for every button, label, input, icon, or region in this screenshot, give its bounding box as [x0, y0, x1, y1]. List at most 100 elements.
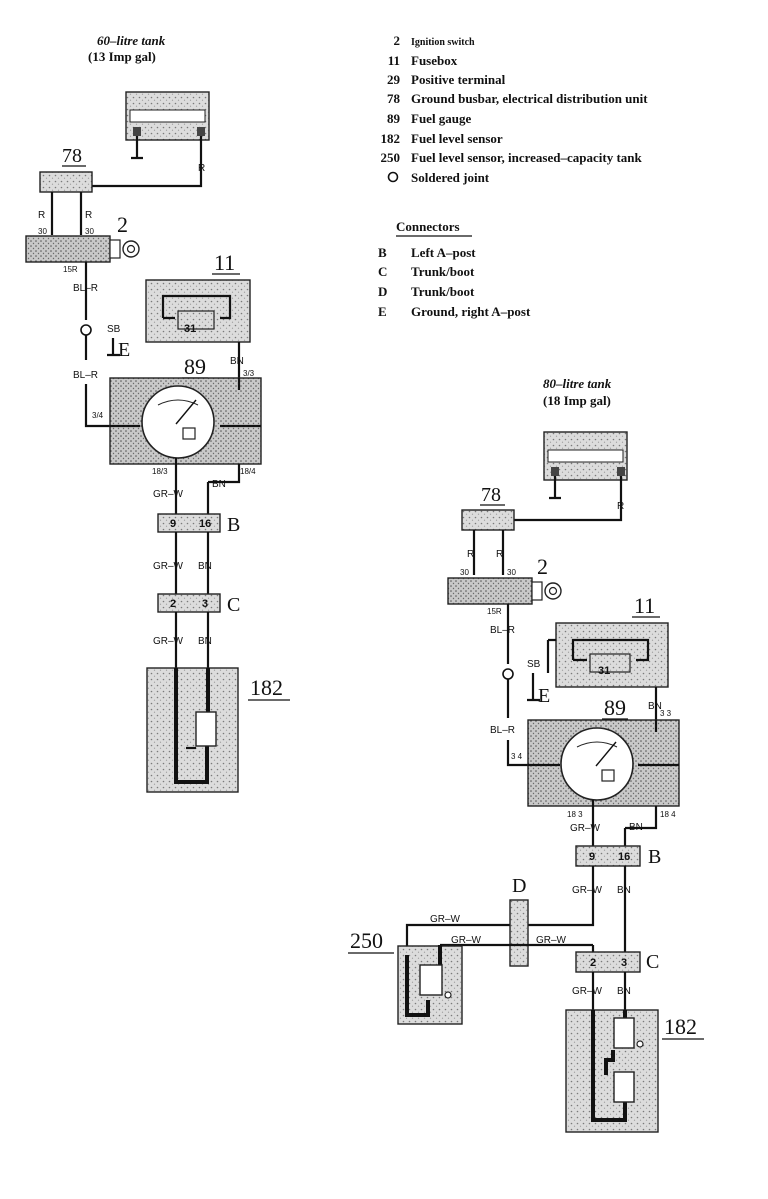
connector-letter: E: [378, 304, 387, 319]
wire-label: BN: [230, 356, 244, 367]
ignition-switch-icon: [447, 577, 562, 605]
soldered-joint-icon: [387, 171, 399, 183]
wire-label: R: [467, 549, 474, 560]
component-2-label: 2: [117, 212, 128, 237]
pin-label: 9: [170, 518, 176, 530]
connector-text: Ground, right A–post: [411, 304, 531, 319]
diagram-80-litre: R 78 R R 2 30 30 15R BL–R BL–R 3 4 SB E …: [348, 431, 704, 1133]
connector-letter: C: [378, 264, 387, 279]
connector-B: [575, 845, 641, 867]
wire-label: BN: [617, 986, 631, 997]
tank-60-title-line2: (13 Imp gal): [88, 49, 156, 64]
pin-label: 15R: [63, 265, 78, 274]
tank-80-title-line1: 80–litre tank: [543, 376, 612, 391]
pin-label: 3: [621, 957, 627, 969]
legend-text: Soldered joint: [411, 170, 490, 185]
connector-text: Trunk/boot: [411, 264, 475, 279]
wire-label: R: [198, 163, 205, 174]
ignition-switch-icon: [25, 235, 140, 263]
fuse-31-label: 31: [598, 665, 610, 677]
pin-label: 3/3: [243, 369, 255, 378]
pin-label: 18/3: [152, 467, 168, 476]
pin-label: 16: [618, 851, 630, 863]
connector-B-label: B: [227, 514, 240, 536]
diagram-60-litre: R 78 R R 2 30 30 15R BL–R BL–R 3/4 SB E …: [25, 91, 290, 793]
pin-label: 18 4: [660, 810, 676, 819]
legend-text: Fuel level sensor, increased–capacity ta…: [411, 150, 643, 165]
legend: 2 Ignition switch 11 Fusebox 29 Positive…: [381, 33, 649, 185]
wire-label: GR–W: [153, 636, 184, 647]
wire-label: GR–W: [153, 489, 184, 500]
connector-B: [157, 513, 221, 533]
soldered-joint-icon: [502, 668, 514, 680]
fuel-level-sensor-182: [565, 1009, 659, 1133]
sensor-resistor-icon: [419, 964, 443, 996]
busbar-78: [461, 509, 515, 531]
connector-D: [509, 899, 529, 967]
pin-label: 3 4: [511, 752, 523, 761]
pin-label: 18 3: [567, 810, 583, 819]
legend-text: Ignition switch: [411, 37, 475, 48]
component-89-label: 89: [604, 695, 626, 720]
connector-C-label: C: [227, 594, 240, 616]
legend-text: Fuel gauge: [411, 111, 472, 126]
legend-num: 89: [387, 111, 401, 126]
pin-label: 30: [460, 568, 469, 577]
pin-label: 9: [589, 851, 595, 863]
sensor-resistor-icon: [195, 711, 217, 747]
wire-label: GR–W: [451, 935, 482, 946]
wire-label: BL–R: [490, 725, 515, 736]
wire-label: R: [496, 549, 503, 560]
legend-num: 182: [381, 131, 401, 146]
connector-C-label: C: [646, 951, 659, 973]
fuse-31-label: 31: [184, 323, 196, 335]
pin-label: 15R: [487, 607, 502, 616]
pin-label: 2: [170, 598, 176, 610]
wire-label: BN: [629, 822, 643, 833]
wire-label: GR–W: [570, 823, 601, 834]
pin-label: 30: [85, 227, 94, 236]
pin-label: 30: [38, 227, 47, 236]
wire-label: GR–W: [536, 935, 567, 946]
tank-80-title: 80–litre tank (18 Imp gal): [543, 376, 612, 408]
wire-label: BL–R: [73, 283, 98, 294]
tank-60-title: 60–litre tank (13 Imp gal): [88, 33, 166, 64]
ground-E-label: E: [538, 685, 550, 707]
wire-label: GR–W: [153, 561, 184, 572]
wire-label: SB: [527, 659, 541, 670]
legend-text: Fusebox: [411, 53, 458, 68]
component-11-label: 11: [634, 593, 655, 618]
ground-E-label: E: [118, 339, 130, 361]
soldered-joint-icon: [80, 324, 92, 336]
component-78-label: 78: [62, 145, 82, 167]
connector-C: [575, 951, 641, 973]
legend-text: Fuel level sensor: [411, 131, 503, 146]
legend-text: Positive terminal: [411, 72, 506, 87]
pin-label: 3: [202, 598, 208, 610]
wire-label: BL–R: [490, 625, 515, 636]
connector-text: Left A–post: [411, 245, 476, 260]
component-182-label: 182: [664, 1014, 697, 1039]
busbar-78: [39, 171, 93, 193]
wire-label: SB: [107, 324, 121, 335]
wire-label: GR–W: [572, 986, 603, 997]
sensor-resistor-icon: [613, 1017, 635, 1049]
wire-label: BN: [617, 885, 631, 896]
battery-icon: [543, 431, 628, 481]
tank-80-title-line2: (18 Imp gal): [543, 393, 611, 408]
pin-label: 3 3: [660, 709, 672, 718]
legend-num: 250: [381, 150, 401, 165]
pin-label: 16: [199, 518, 211, 530]
wire-label: R: [617, 501, 624, 512]
component-89-label: 89: [184, 354, 206, 379]
wire-label: R: [85, 210, 92, 221]
legend-text: Ground busbar, electrical distribution u…: [411, 91, 648, 106]
wire-label: BL–R: [73, 370, 98, 381]
wire-label: BN: [198, 561, 212, 572]
component-2-label: 2: [537, 554, 548, 579]
wire-label: BN: [648, 701, 662, 712]
wire-label: BN: [212, 479, 226, 490]
component-11-label: 11: [214, 250, 235, 275]
